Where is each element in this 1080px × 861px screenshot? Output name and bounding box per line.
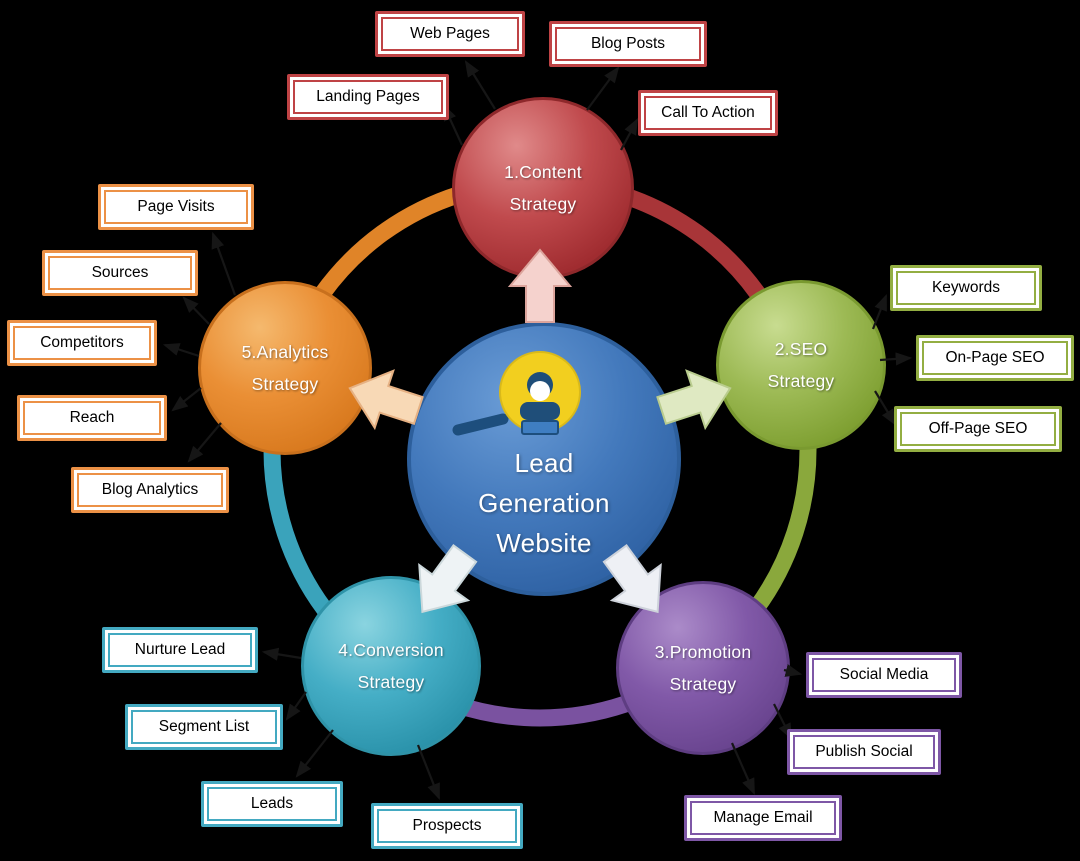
node-conversion-strategy-label: 4.Conversion Strategy [338,640,444,693]
label-prospects: Prospects [371,803,523,849]
label-publish-social: Publish Social [787,729,941,775]
label-landing-pages: Landing Pages [287,74,449,120]
node-content-line2: Strategy [509,193,577,214]
label-blog-posts: Blog Posts [549,21,707,67]
node-content-strategy: 1.Content Strategy [452,97,634,279]
label-keywords: Keywords [890,265,1042,311]
center-hub-title: Lead Generation Website [411,448,677,559]
connector-web-pages [464,60,496,110]
connector-blog-analytics [187,422,222,463]
node-seo-strategy-label: 2.SEO Strategy [768,339,835,392]
label-segment-list: Segment List [125,704,283,750]
node-conversion-strategy: 4.Conversion Strategy [301,576,481,756]
label-manage-email: Manage Email [684,795,842,841]
label-social-media: Social Media [806,652,962,698]
connector-segment-list [285,691,307,721]
node-analytics-line2: Strategy [251,373,319,394]
connector-page-visits [211,231,237,296]
connector-blog-posts [586,66,620,111]
label-off-page-seo: Off-Page SEO [894,406,1062,452]
connector-sources [182,296,210,325]
label-nurture-lead: Nurture Lead [102,627,258,673]
node-conversion-line2: Strategy [357,671,425,692]
node-content-line1: 1.Content [504,161,582,182]
node-promotion-strategy: 3.Promotion Strategy [616,581,790,755]
node-promotion-strategy-label: 3.Promotion Strategy [655,642,752,695]
connector-prospects [416,744,441,801]
node-promotion-line2: Strategy [669,673,737,694]
label-call-to-action: Call To Action [638,90,778,136]
center-line-generation: Generation [478,488,610,518]
label-leads: Leads [201,781,343,827]
node-promotion-line1: 3.Promotion [654,641,752,662]
connector-reach [171,387,202,412]
center-line-website: Website [496,528,592,558]
connector-nurture-lead [261,647,302,661]
node-analytics-strategy: 5.Analytics Strategy [198,281,372,455]
label-sources: Sources [42,250,198,296]
label-on-page-seo: On-Page SEO [916,335,1074,381]
label-web-pages: Web Pages [375,11,525,57]
connector-leads [295,729,334,778]
node-analytics-line1: 5.Analytics [241,341,329,362]
node-analytics-strategy-label: 5.Analytics Strategy [242,342,329,395]
label-reach: Reach [17,395,167,441]
center-hub: Lead Generation Website [407,322,681,596]
label-competitors: Competitors [7,320,157,366]
connector-competitors [162,343,200,358]
center-line-lead: Lead [514,448,574,478]
node-seo-strategy: 2.SEO Strategy [716,280,886,450]
node-seo-line1: 2.SEO [774,338,828,359]
node-conversion-line1: 4.Conversion [338,639,444,660]
connector-manage-email [730,742,756,796]
label-blog-analytics: Blog Analytics [71,467,229,513]
node-content-strategy-label: 1.Content Strategy [504,162,582,215]
label-page-visits: Page Visits [98,184,254,230]
node-seo-line2: Strategy [767,370,835,391]
